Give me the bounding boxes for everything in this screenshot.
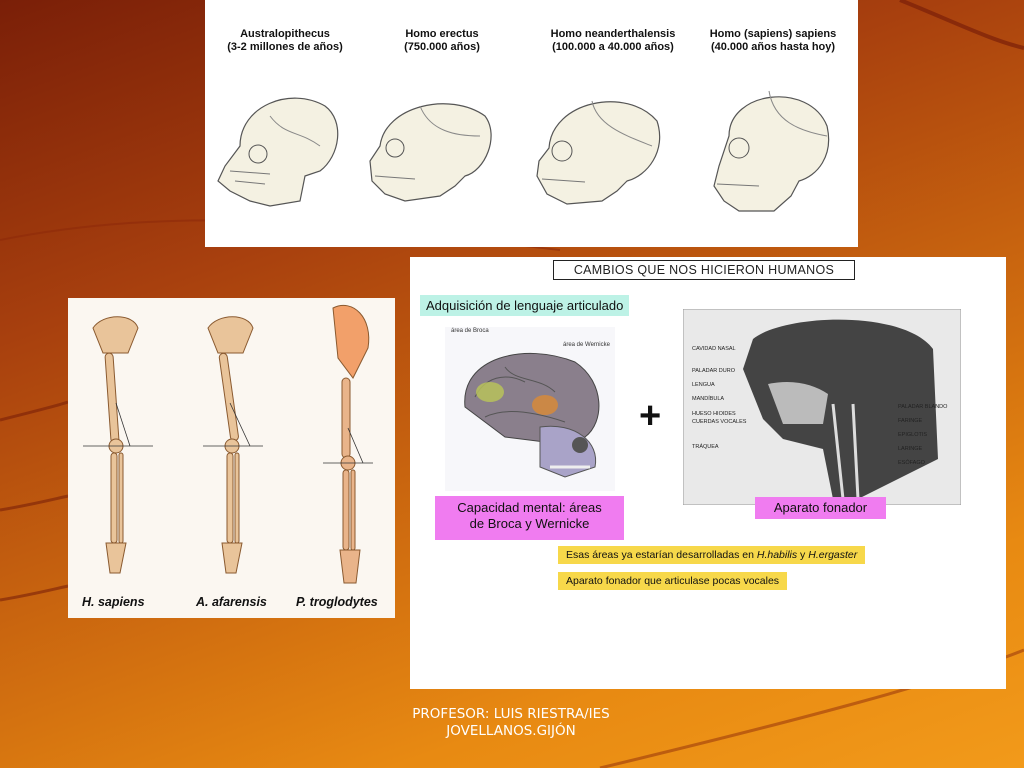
skull-label-neanderthalensis: Homo neanderthalensis (100.000 a 40.000 … — [523, 28, 703, 54]
label-trachea: TRÁQUEA — [692, 444, 719, 450]
language-label: Adquisición de lenguaje articulado — [420, 295, 630, 316]
label-pharynx: FARINGE — [898, 418, 923, 424]
label-hard-palate: PALADAR DURO — [692, 368, 735, 374]
changes-title: CAMBIOS QUE NOS HICIERON HUMANOS — [553, 260, 855, 280]
species-date: (3-2 millones de años) — [227, 41, 343, 53]
skull-label-erectus: Homo erectus (750.000 años) — [362, 28, 522, 54]
brain-caption-line1: Capacidad mental: áreas — [457, 500, 602, 515]
label-hyoid: HUESO HIOIDES — [692, 411, 736, 417]
label-tongue: LENGUA — [692, 382, 715, 388]
skull-sapiens-image — [713, 90, 830, 212]
species-name: Homo erectus — [405, 28, 479, 40]
note-areas-developed: Esas áreas ya estarían desarrolladas en … — [558, 546, 866, 564]
skull-label-sapiens: Homo (sapiens) sapiens (40.000 años hast… — [688, 28, 858, 54]
species-name: Homo neanderthalensis — [550, 28, 676, 40]
footer-line2: JOVELLANOS.GIJÓN — [446, 723, 576, 739]
skull-label-australopithecus: Australopithecus (3-2 millones de años) — [205, 28, 365, 54]
label-larynx: LARINGE — [898, 446, 923, 452]
leg-skeleton-comparison-figure: H. sapiens A. afarensis P. troglodytes — [68, 298, 395, 618]
label-esophagus: ESÓFAGO — [898, 460, 925, 466]
note1-prefix: Esas áreas ya estarían desarrolladas en — [566, 549, 757, 561]
leg-label-sapiens: H. sapiens — [82, 595, 145, 609]
brain-caption-line2: de Broca y Wernicke — [469, 516, 590, 531]
skull-erectus-image — [369, 103, 492, 202]
footer-line1: PROFESOR: LUIS RIESTRA/IES — [412, 706, 610, 722]
note1-species-a: H.habilis — [756, 549, 798, 561]
label-nasal-cavity: CAVIDAD NASAL — [692, 346, 736, 352]
note-vocal-apparatus: Aparato fonador que articulase pocas voc… — [558, 572, 788, 590]
skull-australopithecus-image — [217, 97, 339, 207]
vocal-apparatus-image — [683, 309, 961, 505]
plus-sign: + — [639, 395, 662, 437]
brain-skull-image — [445, 327, 615, 491]
species-date: (40.000 años hasta hoy) — [710, 41, 836, 53]
skull-evolution-figure: Australopithecus (3-2 millones de años) … — [205, 0, 858, 247]
label-epiglottis: EPIGLOTIS — [898, 432, 928, 438]
species-date: (100.000 a 40.000 años) — [552, 41, 674, 53]
leg-label-afarensis: A. afarensis — [196, 595, 267, 609]
species-name: Australopithecus — [240, 28, 330, 40]
broca-area-label: área de Broca — [451, 328, 489, 334]
species-name: Homo (sapiens) sapiens — [709, 28, 837, 40]
vocal-caption: Aparato fonador — [755, 497, 886, 519]
note1-mid: y — [797, 549, 809, 561]
leg-skeletons-image — [83, 304, 373, 584]
brain-caption: Capacidad mental: áreas de Broca y Werni… — [435, 496, 624, 540]
leg-label-troglodytes: P. troglodytes — [296, 595, 378, 609]
vocal-left-labels: CAVIDAD NASAL PALADAR DURO LENGUA MANDÍB… — [692, 342, 752, 454]
human-changes-figure: CAMBIOS QUE NOS HICIERON HUMANOS Adquisi… — [410, 257, 1006, 689]
label-vocal-cords: CUERDAS VOCALES — [692, 419, 747, 425]
label-jaw: MANDÍBULA — [692, 396, 725, 402]
skull-neanderthalensis-image — [536, 100, 661, 205]
vocal-right-labels: PALADAR BLANDO FARINGE EPIGLOTIS LARINGE… — [898, 400, 963, 470]
note1-species-b: H.ergaster — [808, 549, 858, 561]
label-soft-palate: PALADAR BLANDO — [898, 404, 948, 410]
slide-footer: PROFESOR: LUIS RIESTRA/IES JOVELLANOS.GI… — [400, 706, 622, 740]
wernicke-area-label: área de Wernicke — [563, 342, 610, 348]
species-date: (750.000 años) — [404, 41, 480, 53]
